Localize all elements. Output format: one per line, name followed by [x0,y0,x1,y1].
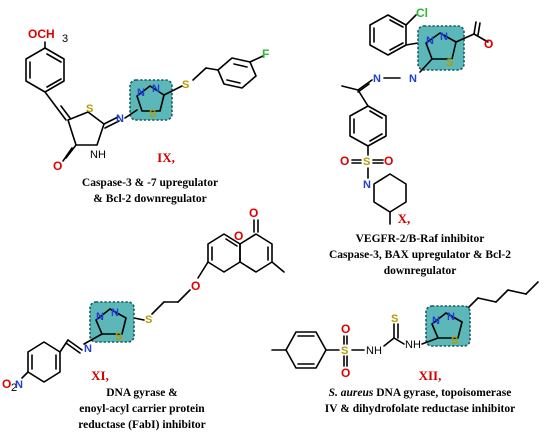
x-thiadiazole-s: S [446,57,453,69]
xii-compound-label: XII, [419,368,442,383]
x-compound-label: X, [398,211,411,226]
xii-sulfonyl-s: S [341,345,348,357]
x-sulfonyl-o2: O [384,154,393,168]
ix-activity-line-1: Caspase-3 & -7 upregulator [82,177,218,189]
xii-activity-line-1-rest: DNA gyrase, topoisomerase [373,387,511,399]
xi-nitro-n: N [15,379,23,391]
x-phenyl-ring [349,105,387,147]
ix-nh: NH [90,149,106,161]
xii-activity-line-1: S. aureus DNA gyrase, topoisomerase [329,387,512,399]
xi-activity-line-2: enoyl-acyl carrier protein [79,403,205,415]
xii-sulfonamide-nh: NH [366,345,382,357]
ix-thiadiazole-n2: N [152,83,160,95]
xii-thiadiazole-n2: N [447,311,455,323]
xi-activity-line-3: reductase (FabI) inhibitor [78,419,206,431]
x-piperidine-ring [373,173,407,213]
xii-activity-line-2: IV & dihydrofolate reductase inhibitor [325,403,515,415]
ix-ring-s: S [86,103,93,115]
ix-thiadiazole-ring [136,85,165,112]
x-chlorine: Cl [416,6,428,20]
compound-xii-structure: N N S NH S NH S O O XII, S. aureus DNA g… [271,281,539,415]
xii-sulfonyl-o1: O [341,322,350,336]
xi-coumarin-carbonyl-o: O [249,206,258,220]
xi-thioether-s: S [145,314,152,326]
ix-thiadiazole-s: S [149,108,156,120]
x-activity-line-2: Caspase-3, BAX upregulator & Bcl-2 [329,249,511,261]
compound-x-structure: Cl N N S O N N S O O [329,6,511,277]
xi-thiadiazole-n2: N [111,307,119,319]
xi-compound-label: XI, [91,368,109,383]
ix-fluorine: F [262,47,269,61]
ix-methoxy-o: OCH [28,27,55,41]
ix-compound-label: IX, [157,150,175,165]
ix-methoxy-sub: 3 [62,33,68,45]
ix-fluorophenyl-ring [217,57,257,89]
x-acetyl-o: O [484,37,493,51]
x-thiadiazole-n1: N [426,35,434,47]
xii-activity-organism: S. aureus [329,387,374,399]
xii-sulfonyl-o2: O [341,366,350,380]
x-sulfonyl-s: S [363,156,370,168]
ix-imine-n: N [116,113,124,125]
x-activity-line-1: VEGFR-2/B-Raf inhibitor [356,233,485,245]
x-thiadiazole-ring [425,32,457,60]
xii-thiadiazole-ring [431,312,463,339]
x-azo-n2: N [373,73,381,85]
compound-ix-structure: OCH 3 S O NH N N N S S [25,27,269,205]
xii-tolyl-ring [285,331,327,369]
x-sulfonyl-o1: O [340,154,349,168]
x-azo-n1: N [409,73,417,85]
ix-phenyl-ring-top [25,47,65,93]
xii-thioamide-nh: NH [405,339,421,351]
compound-xi-structure: O O O S N N S N O 2 N XI, [2,206,285,431]
ix-carbonyl-o: O [53,159,62,173]
ix-thiadiazole-highlight [129,79,173,121]
xii-thiocarbonyl-s: S [391,313,398,325]
xi-nitro-sub: 2 [11,382,17,394]
xi-activity-line-1: DNA gyrase & [106,387,178,399]
xi-imine-n: N [84,343,92,355]
x-chlorophenyl-ring [369,14,407,56]
ix-thiazolidinone-ring [67,111,105,146]
xi-ring-o: O [234,229,243,243]
x-activity-line-3: downregulator [384,265,457,277]
x-thiadiazole-n2: N [440,31,448,43]
xi-ether-o: O [191,279,200,293]
ix-thioether-s: S [182,79,189,91]
xi-thiadiazole-ring [95,308,127,335]
x-piperidine-n: N [363,179,371,191]
ix-activity-line-2: & Bcl-2 downregulator [93,193,207,205]
xi-thiadiazole-n1: N [96,311,104,323]
xii-thiadiazole-s: S [451,335,458,347]
xi-nitro-o: O [2,377,11,391]
xii-thiadiazole-n1: N [432,315,440,327]
ix-thiadiazole-n1: N [137,87,145,99]
xi-thiadiazole-s: S [115,331,122,343]
